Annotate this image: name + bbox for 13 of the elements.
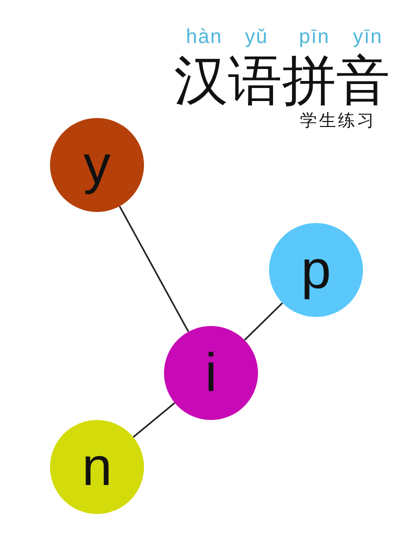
subtitle: 学生练习 <box>300 112 376 131</box>
letter-circle: n <box>50 420 144 514</box>
pinyin-label: hàn <box>186 26 222 48</box>
connector-line <box>118 206 190 332</box>
connector-line <box>132 402 176 438</box>
letter-circle: y <box>50 118 144 212</box>
letter-circle: p <box>269 223 363 317</box>
pinyin-label: pīn <box>299 26 330 48</box>
title: 汉语拼音 <box>174 50 390 112</box>
letter-circle: i <box>164 326 258 420</box>
connector-line <box>244 302 283 341</box>
pinyin-label: yǔ <box>245 26 268 48</box>
pinyin-label: yīn <box>353 26 383 48</box>
